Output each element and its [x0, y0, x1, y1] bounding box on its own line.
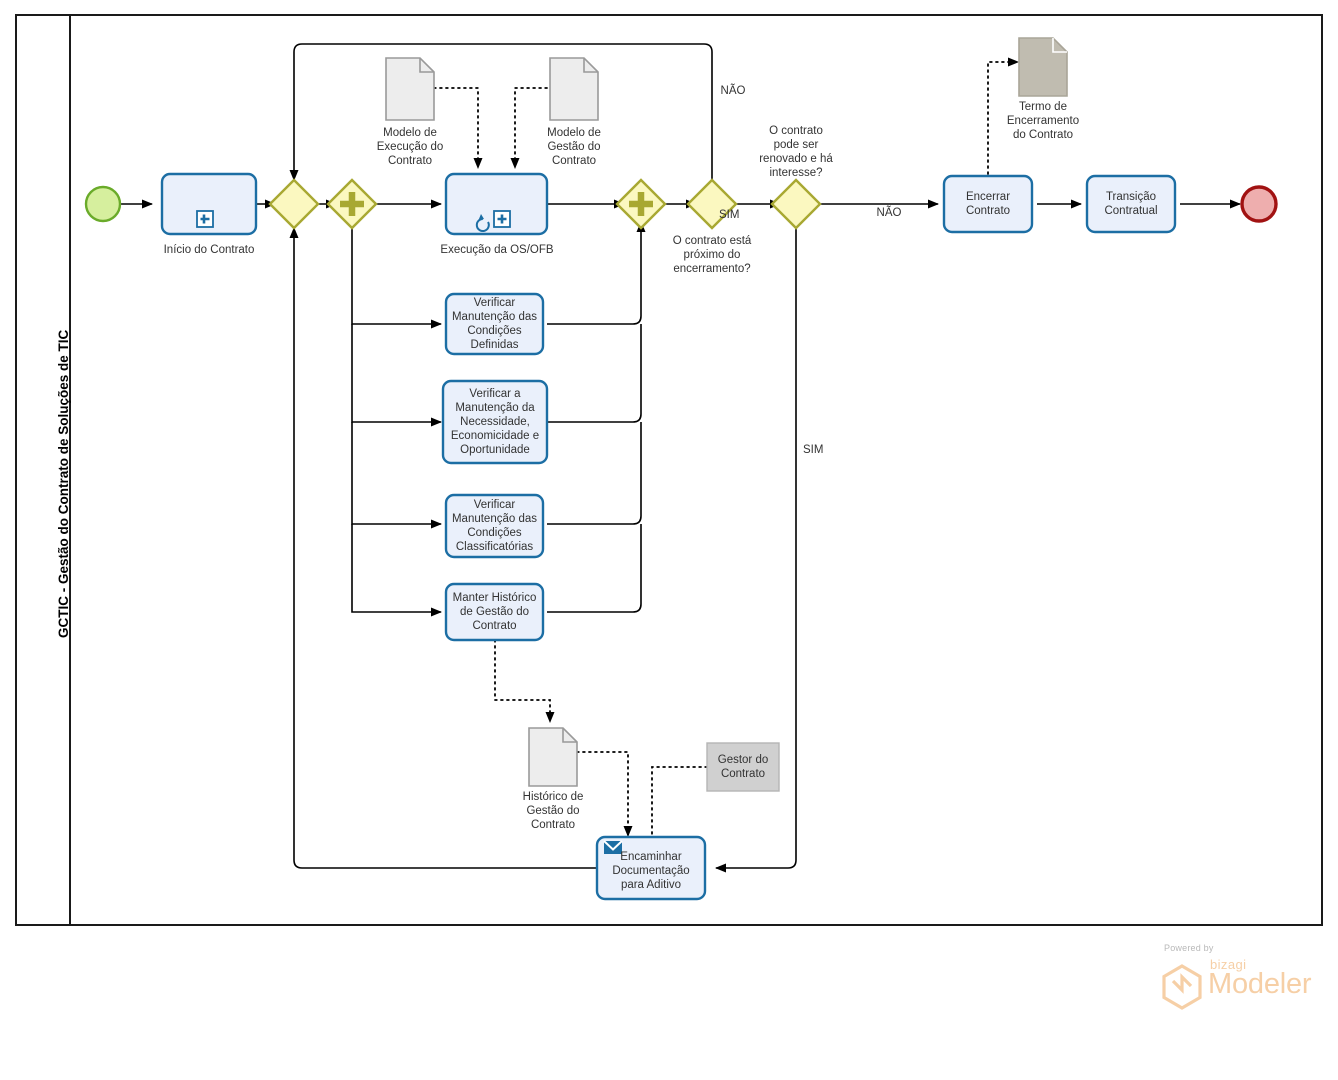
label-verificar-manutencao-condicoes-definidas: Verificar Manutenção das Condições Defin…: [451, 297, 538, 351]
data-object-historico-de-gestao-do-contrato[interactable]: [528, 727, 578, 787]
label-manter-historico-de-gestao-do-contrato: Manter Histórico de Gestão do Contrato: [452, 592, 537, 632]
task-transicao-contratual[interactable]: [1085, 174, 1177, 234]
label-annotation-gestor-do-contrato: Gestor do Contrato: [717, 754, 769, 780]
data-object-modelo-de-execucao-do-contrato[interactable]: [385, 57, 435, 121]
task-verificar-manutencao-condicoes-classificatorias[interactable]: [444, 493, 545, 559]
envelope-icon: [603, 840, 623, 854]
label-verificar-manutencao-necessidade: Verificar a Manutenção da Necessidade, E…: [450, 388, 540, 456]
flow-label-nao-loop: NÃO: [720, 85, 746, 97]
loop-marker-icon: [475, 214, 490, 232]
label-encaminhar-documentacao-para-aditivo: Encaminhar Documentação para Aditivo: [612, 850, 690, 891]
gateway-exclusive-merge[interactable]: [268, 178, 320, 230]
label-execucao-da-os-ofb: Execução da OS/OFB: [440, 244, 554, 256]
gateway-parallel-split[interactable]: [326, 178, 378, 230]
annotation-gestor-do-contrato[interactable]: [706, 742, 780, 792]
bizagi-wordmark: bizagi: [1210, 957, 1247, 972]
sub-process-plus-icon: [493, 210, 511, 228]
sequence-flows: [120, 43, 1241, 873]
gateway-parallel-join[interactable]: [615, 178, 667, 230]
end-event[interactable]: [1240, 185, 1278, 223]
label-data-object-modelo-de-execucao: Modelo de Execução do Contrato: [376, 127, 444, 167]
data-associations: [433, 57, 1019, 837]
task-encerrar-contrato[interactable]: [942, 174, 1034, 234]
task-execucao-da-os-ofb[interactable]: [444, 172, 549, 236]
pool-container: [15, 14, 1323, 926]
gateway-contrato-pode-ser-renovado[interactable]: [770, 178, 822, 230]
data-object-termo-de-encerramento-do-contrato[interactable]: [1018, 37, 1068, 97]
gateway-contrato-proximo-encerramento[interactable]: [686, 178, 738, 230]
pool-lane-title: GCTIC - Gestão do Contrato de Soluções d…: [56, 329, 71, 638]
flow-label-sim-proximo: SIM: [719, 209, 740, 221]
label-data-object-termo-de-encerramento: Termo de Encerramento do Contrato: [1006, 101, 1080, 141]
task-verificar-manutencao-condicoes-definidas[interactable]: [444, 292, 545, 356]
powered-by-label: Powered by: [1164, 943, 1214, 953]
label-inicio-do-contrato: Início do Contrato: [163, 244, 255, 256]
task-encaminhar-documentacao-para-aditivo[interactable]: [595, 835, 707, 901]
label-gateway-contrato-proximo-encerramento: O contrato está próximo do encerramento?: [672, 235, 752, 275]
label-data-object-modelo-de-gestao: Modelo de Gestão do Contrato: [547, 127, 601, 167]
bizagi-branding: Powered by bizagi Modeler: [1148, 943, 1318, 1010]
flow-label-sim-renovado: SIM: [803, 444, 824, 456]
label-data-object-historico-de-gestao: Histórico de Gestão do Contrato: [522, 791, 584, 831]
task-verificar-manutencao-necessidade[interactable]: [441, 379, 549, 465]
bizagi-hexagon-icon: [1162, 964, 1202, 1010]
task-manter-historico-de-gestao-do-contrato[interactable]: [444, 582, 545, 642]
data-object-modelo-de-gestao-do-contrato[interactable]: [549, 57, 599, 121]
label-verificar-manutencao-condicoes-classificatorias: Verificar Manutenção das Condições Class…: [451, 499, 538, 553]
sub-process-plus-icon: [196, 210, 214, 228]
label-transicao-contratual: Transição Contratual: [1104, 191, 1158, 217]
label-gateway-contrato-pode-ser-renovado: O contrato pode ser renovado e há intere…: [759, 125, 833, 179]
label-encerrar-contrato: Encerrar Contrato: [965, 191, 1011, 217]
start-event[interactable]: [84, 185, 122, 223]
flow-label-nao-renovado: NÃO: [876, 207, 902, 219]
modeler-wordmark: Modeler: [1208, 968, 1312, 1000]
task-inicio-do-contrato[interactable]: [160, 172, 258, 236]
